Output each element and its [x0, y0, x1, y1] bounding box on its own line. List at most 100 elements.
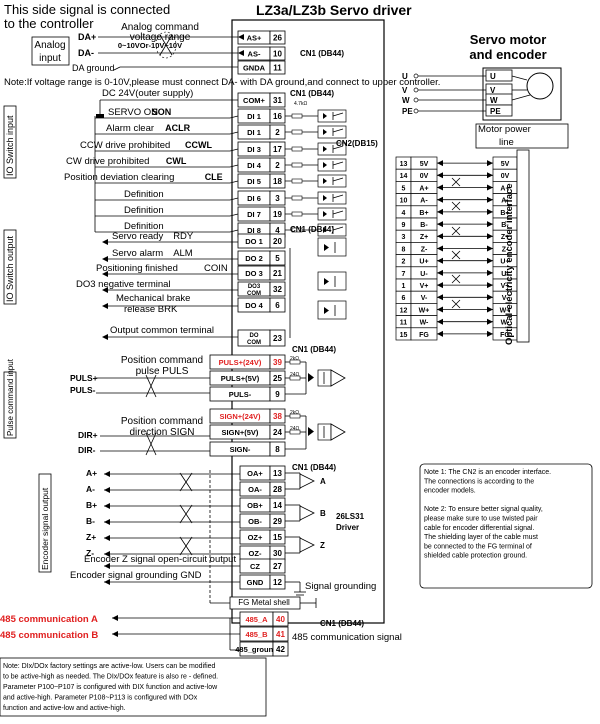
io-output-label: IO Switch output [5, 235, 15, 302]
io-com-num: 31 [273, 96, 282, 105]
io-in-opto-tr-3 [332, 161, 344, 166]
pulse-opto-box-0 [317, 369, 332, 387]
note-right-line-0: Note 1: The CN2 is an encoder interface. [424, 469, 551, 476]
io-in-text-5: Definition [124, 189, 164, 200]
cn2-motor-sig-13: W- [501, 320, 510, 327]
io-out-arrow-4 [102, 303, 108, 309]
io-out-opto-0 [317, 237, 347, 257]
driver-chip-label-line2: Driver [336, 523, 359, 532]
cn2-arrow-right-10 [487, 282, 493, 289]
cn2-num-11: 6 [402, 295, 406, 302]
io-out-common-name-a: DO [250, 333, 259, 339]
io-output-label-box [3, 229, 17, 305]
cn2-arrow-right-0 [487, 160, 493, 167]
puls-twist-b [145, 374, 157, 398]
cn2-twist-b-0 [451, 177, 461, 187]
io-input-label-box [3, 105, 17, 179]
cn2-twist-b-3 [451, 250, 461, 260]
io-in-opto-tr-2 [332, 145, 344, 150]
enc-out-pin-3-name: OB- [248, 517, 262, 526]
cn2-arrow-left-2 [437, 184, 443, 191]
cn2-num-10: 1 [402, 283, 406, 290]
cn2-arrow-right-3 [487, 196, 493, 203]
driver-terminal-2: W [402, 96, 410, 105]
cn2-num-0: 13 [400, 161, 408, 168]
gnd-text: Encoder signal grounding GND [70, 570, 202, 581]
io-in-opto-diode-2 [323, 146, 327, 152]
io-in-opto-1 [317, 125, 347, 139]
io-out-code-0: RDY [173, 231, 194, 242]
io-out-arrow-0 [102, 239, 108, 245]
io-in-code-1: ACLR [165, 123, 190, 133]
io-in-opto-diode-6 [323, 211, 327, 217]
enc-out-arrow-5 [104, 551, 110, 557]
pulse-pin-5-name: SIGN- [230, 445, 251, 454]
cn2-arrow-right-13 [487, 318, 493, 325]
comm-pin-0-name: 485_A [245, 615, 268, 624]
cn2-arrow-left-12 [437, 306, 443, 313]
note-right-line-8: be connected to the FG terminal of [424, 543, 532, 550]
analog-caption-line1: Analog command [121, 22, 199, 33]
comm-a-label: 485 communication A [0, 614, 98, 625]
cn2-motor-sig-8: U+ [500, 259, 509, 266]
da-ground-label: DA ground [72, 63, 115, 73]
enc-out-pin-5-num: 30 [273, 549, 282, 558]
io-out-opto-led-1 [324, 278, 329, 285]
pulse-pin-2-name: PULS- [229, 390, 252, 399]
io-out-pin-0-name: DO 1 [245, 237, 263, 246]
pulse-cn1-label: CN1 (DB44) [292, 345, 336, 354]
io-in-wire-end-6 [229, 213, 239, 217]
motor-terminal-dot-2 [413, 97, 419, 103]
cn2-motor-sig-2: A+ [500, 185, 509, 192]
io-com-num-box [269, 92, 286, 108]
pulse-pin-0-num: 39 [273, 358, 282, 367]
comm-pin-2-num-box [272, 641, 289, 657]
io-in-wire-end-1 [229, 131, 239, 135]
enc-out-letter-0: A [320, 477, 326, 486]
io-out-num-3: 32 [273, 285, 282, 294]
cn2-sig-2: A+ [419, 185, 428, 192]
cn2-arrow-right-6 [487, 233, 493, 240]
cn2-twist-b-2 [451, 226, 461, 236]
enc-out-cz-num-box [269, 558, 286, 574]
io-in-code-4: CLE [205, 172, 223, 182]
cn2-num-5: 9 [402, 222, 406, 229]
cn2-arrow-right-12 [487, 306, 493, 313]
io-out-opto-led-0 [324, 244, 329, 251]
io-out-text-4: Mechanical brake [116, 293, 190, 304]
sign-caption-line2: direction SIGN [129, 427, 194, 438]
io-in-opto-6 [317, 207, 347, 221]
cn2-num-8: 2 [402, 259, 406, 266]
io-in-pin-0-num: 16 [273, 112, 282, 121]
cn2-motor-sig-9: U- [501, 271, 509, 278]
cn2-motor-sig-4: B+ [500, 210, 509, 217]
cn2-arrow-left-8 [437, 257, 443, 264]
analog-label-line1: Analog [34, 40, 65, 51]
motor-terminal-dot-0 [413, 73, 419, 79]
pulse-pin-1-num: 25 [273, 374, 282, 383]
pulse-pin-4-num: 24 [273, 428, 282, 437]
pulse-opto-led-0 [308, 373, 314, 382]
cn2-arrow-right-14 [487, 330, 493, 337]
io-in-pin-1-name: DI 1 [247, 128, 261, 137]
io-in-wire-end-5 [229, 197, 239, 201]
cn2-arrow-left-5 [437, 221, 443, 228]
io-in-opto-diode-7 [323, 227, 327, 233]
enc-out-letter-2: Z [320, 541, 325, 550]
analog-label-line2: input [39, 53, 61, 64]
cz-text: Encoder Z signal open-circuit output [84, 554, 236, 565]
cn2-vertical-box [516, 149, 530, 343]
note-bottom-line-1: to be active-high as needed. The DIx/DOx… [3, 674, 218, 681]
io-in-wire-end-0 [229, 115, 239, 119]
io-in-resistor-4 [291, 178, 303, 184]
io-out-common-num-box [269, 329, 286, 347]
driver-chip-label-line1: 26LS31 [336, 512, 365, 521]
io-in-opto-diode-3 [323, 162, 327, 168]
fg-metal-shell-label: FG Metal shell [238, 598, 290, 607]
encoder-output-cn1-label: CN1 (DB44) [292, 463, 336, 472]
cn2-num-3: 10 [400, 198, 408, 205]
cn2-motor-sig-0: 5V [501, 161, 510, 168]
pulse-pin-0-name: PULS+(24V) [219, 358, 262, 367]
